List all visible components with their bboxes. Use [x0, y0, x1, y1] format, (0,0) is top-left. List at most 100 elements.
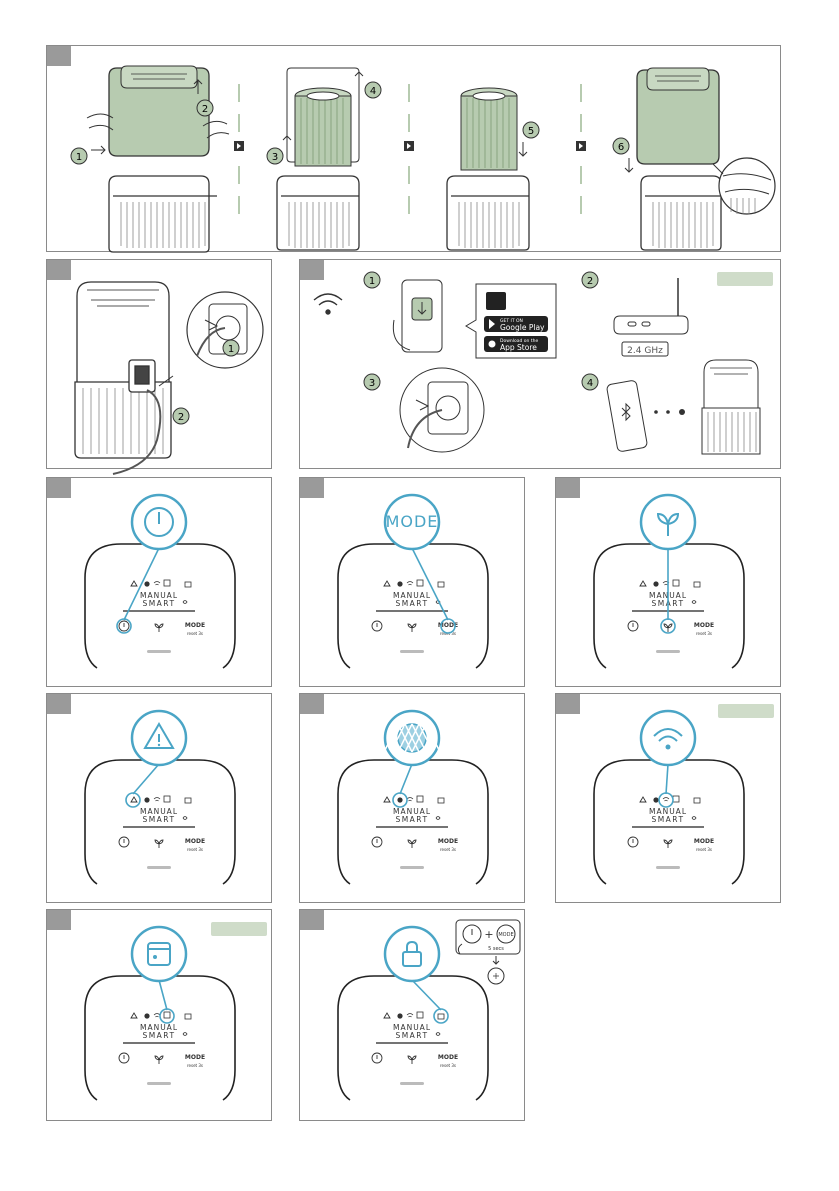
google-play-label: Google Play — [500, 323, 545, 332]
plug-in-panel: 1 2 — [46, 259, 272, 475]
step-badge-3 — [266, 147, 284, 165]
manual-mode-label: MANUAL — [140, 1023, 178, 1032]
phone-bluetooth — [606, 380, 685, 452]
panel-number-tag — [556, 694, 580, 714]
highlight-callout: MODE — [383, 493, 456, 634]
wall-socket-zoom — [186, 291, 264, 369]
phone-download — [392, 279, 443, 353]
indicator-row — [130, 579, 192, 588]
power-button[interactable] — [118, 1052, 130, 1064]
fan-speed-button[interactable] — [663, 839, 673, 848]
fan-speed-button[interactable] — [154, 839, 164, 848]
indicator-row — [130, 795, 192, 804]
reset-hint-label: reset 3s — [440, 1063, 456, 1068]
indicator-row — [383, 1011, 445, 1020]
reset-hint-label: reset 3s — [440, 847, 456, 852]
indicator-row — [130, 1011, 192, 1020]
wifi-model-badge — [211, 922, 267, 936]
purifier-base-4 — [640, 175, 722, 251]
smart-mode-label: SMART — [395, 1031, 428, 1040]
app-store-caption: Download on the — [500, 338, 538, 344]
reset-hint-label: reset 3s — [696, 847, 712, 852]
reset-hint-label: reset 3s — [696, 631, 712, 636]
power-button[interactable] — [118, 620, 130, 632]
reset-hint-label: reset 3s — [187, 631, 203, 636]
purifier-base-3 — [446, 175, 530, 251]
panel-number-tag — [300, 260, 324, 280]
step-number: 1 — [76, 152, 82, 163]
mode-button[interactable]: MODE — [185, 622, 205, 629]
fan-speed-button[interactable] — [407, 839, 417, 848]
child-lock-hint: MODE+5 secs — [455, 919, 521, 985]
purifier-body — [74, 281, 172, 459]
purifier-base-2 — [276, 175, 360, 251]
filter-replacement-panel: 1 2 3 4 — [46, 45, 781, 253]
filter-cylinder-2 — [286, 67, 360, 167]
cover-lowering-4 — [636, 67, 720, 165]
fan-speed-button[interactable] — [154, 623, 164, 632]
app-setup-panel: 1 GET IT ON Google Play Download on the … — [299, 259, 781, 469]
mode-zoom-label: MODE — [386, 512, 439, 531]
manual-mode-label: MANUAL — [393, 807, 431, 816]
step-number: 2 — [178, 412, 184, 423]
panel-number-tag — [300, 910, 324, 930]
step-badge-1 — [70, 147, 88, 165]
panel-number-tag — [47, 46, 71, 66]
manual-mode-label: MANUAL — [393, 1023, 431, 1032]
highlight-callout — [639, 709, 697, 808]
step-number: 5 — [528, 126, 534, 137]
panel-number-tag — [300, 694, 324, 714]
highlight-callout — [130, 925, 188, 1024]
mode-button[interactable]: MODE — [185, 838, 205, 845]
power-button[interactable] — [371, 836, 383, 848]
wifi-model-badge — [718, 704, 774, 718]
smart-mode-label: SMART — [395, 599, 428, 608]
mode-button[interactable]: MODE — [438, 622, 458, 629]
power-button[interactable] — [118, 836, 130, 848]
filter-steps-illustration: 1 2 3 4 — [70, 65, 776, 253]
router-illustration — [613, 278, 689, 357]
mode-button[interactable]: MODE — [694, 838, 714, 845]
cover-lifted-1 — [86, 65, 230, 157]
step-number: 4 — [370, 86, 376, 97]
mode-button[interactable]: MODE — [694, 622, 714, 629]
reset-hint-label: reset 3s — [187, 847, 203, 852]
fan-speed-button[interactable] — [154, 1055, 164, 1064]
highlight-callout — [639, 493, 697, 634]
smart-mode-label: SMART — [395, 815, 428, 824]
mode-button[interactable]: MODE — [185, 1054, 205, 1061]
purifier-small — [701, 359, 761, 455]
mode-button[interactable]: MODE — [438, 1054, 458, 1061]
panel-number-tag — [47, 260, 71, 280]
step-number: 2 — [587, 276, 593, 287]
fan-speed-button[interactable] — [407, 1055, 417, 1064]
fan-speed-button[interactable] — [663, 623, 673, 632]
indicator-row — [383, 579, 445, 588]
plus-sign: + — [484, 928, 493, 941]
step-number: 3 — [369, 378, 375, 389]
manual-mode-label: MANUAL — [649, 807, 687, 816]
app-setup-illustration: 1 GET IT ON Google Play Download on the … — [313, 271, 761, 455]
step-badge-6 — [612, 137, 630, 155]
plug-in-illustration: 1 2 — [74, 281, 264, 475]
power-button[interactable] — [371, 1052, 383, 1064]
power-button[interactable] — [627, 620, 639, 632]
fan-speed-button[interactable] — [407, 623, 417, 632]
highlight-callout — [383, 709, 441, 808]
reset-hint-label: reset 3s — [187, 1063, 203, 1068]
highlight-callout — [383, 925, 449, 1024]
power-button[interactable] — [371, 620, 383, 632]
power-button[interactable] — [627, 836, 639, 848]
mode-button[interactable]: MODE — [438, 838, 458, 845]
